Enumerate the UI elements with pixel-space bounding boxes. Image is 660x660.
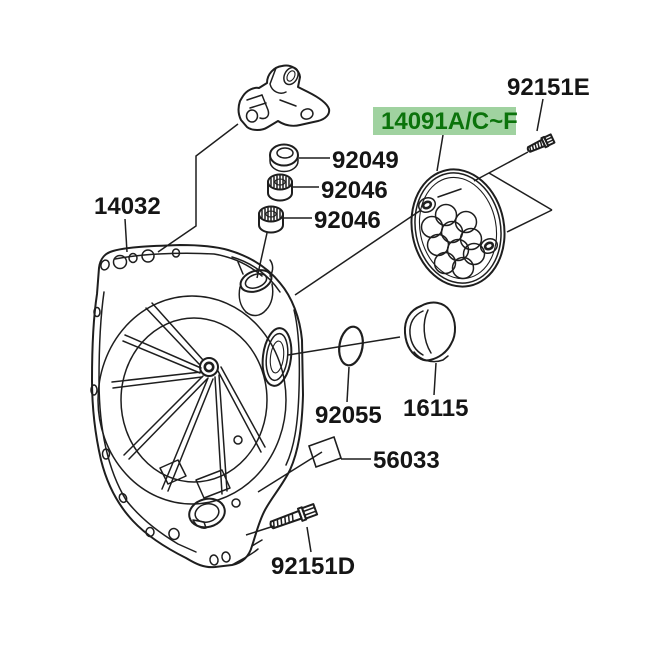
sticker-drawing xyxy=(307,435,343,469)
oil-seal-drawing xyxy=(269,143,299,173)
bracket-outline xyxy=(237,64,331,131)
leader-bolt-label xyxy=(306,526,312,553)
highlighted-part-tag[interactable] xyxy=(373,107,516,135)
cover-bottom-boss xyxy=(188,497,226,529)
part-label-92055[interactable]: 92055 xyxy=(315,402,382,429)
plate-surface-tick xyxy=(437,188,462,198)
cover-hub-outer xyxy=(199,357,219,377)
cover-inner-wall-right xyxy=(285,309,301,466)
screw-92151e-drawing xyxy=(526,133,556,153)
part-label-92046-upper[interactable]: 92046 xyxy=(321,177,388,204)
bolt-92151d-drawing xyxy=(269,503,319,530)
plate-dimples xyxy=(420,203,486,280)
leader-screw-label xyxy=(536,98,544,132)
part-label-14032[interactable]: 14032 xyxy=(94,193,161,220)
leader-screw-to-plate-b xyxy=(506,209,553,233)
leader-bracket-to-cover xyxy=(157,123,239,253)
cover-ribs xyxy=(111,302,266,495)
needle-bearing-lower-drawing xyxy=(258,205,284,234)
cover-inner-wall-bottom xyxy=(125,499,197,553)
leader-cap-label xyxy=(433,362,437,396)
leader-lines xyxy=(124,98,553,553)
screw-threads xyxy=(528,139,543,153)
clutch-cover-drawing xyxy=(90,244,304,569)
cover-right-opening xyxy=(261,327,293,387)
cover-bell-inner-ridge xyxy=(120,317,268,483)
cover-top-boss xyxy=(237,259,274,317)
plate-grommet-upper xyxy=(417,196,437,214)
oring-drawing xyxy=(338,325,364,367)
part-label-92046-lower[interactable]: 92046 xyxy=(314,207,381,234)
leader-cover-to-cap xyxy=(287,336,401,356)
leader-plate-to-cover xyxy=(294,209,422,296)
bracket-hole-left xyxy=(245,109,259,123)
bracket-hole-right xyxy=(300,108,314,120)
part-label-14091[interactable]: 14091A/C~F xyxy=(381,108,518,135)
plate-grommet-lower xyxy=(479,237,499,255)
needle-bearing-upper-drawing xyxy=(267,173,293,202)
part-label-16115[interactable]: 16115 xyxy=(403,395,468,422)
part-label-92151d[interactable]: 92151D xyxy=(271,553,355,580)
leader-plate-label xyxy=(436,134,444,172)
leader-screw-to-plate-a xyxy=(473,151,529,182)
bracket-cylinder-mouth xyxy=(283,66,299,86)
cover-outline xyxy=(91,244,304,569)
part-label-92049[interactable]: 92049 xyxy=(332,147,399,174)
part-label-56033[interactable]: 56033 xyxy=(373,447,440,474)
cover-casting-details xyxy=(159,256,281,566)
cover-hub-inner xyxy=(203,361,215,373)
leader-oring-label xyxy=(346,366,350,403)
leader-screw-branch xyxy=(488,172,553,211)
bearing-rollers xyxy=(270,174,290,190)
clutch-plate-drawing xyxy=(410,168,506,288)
part-label-92151e[interactable]: 92151E xyxy=(507,74,590,101)
engine-bracket-drawing xyxy=(237,64,331,131)
cap-drawing xyxy=(403,301,456,363)
plate-rims xyxy=(410,168,506,288)
bolt-threads xyxy=(272,512,294,529)
cover-bell-outer-ridge xyxy=(97,295,287,505)
cover-inner-wall-top xyxy=(114,252,263,277)
leader-cover-label xyxy=(124,218,128,253)
cover-bolt-holes xyxy=(90,248,243,566)
bearing-rollers xyxy=(261,206,281,222)
leader-bolt-to-foot xyxy=(245,525,275,536)
